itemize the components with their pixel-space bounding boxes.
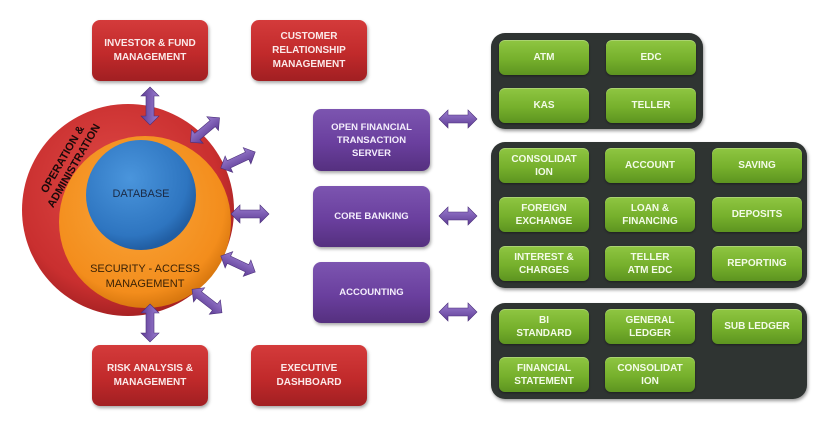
panel-item-kas[interactable]: KAS xyxy=(499,88,589,123)
arrow-accounting-panel xyxy=(438,302,478,322)
panel-item-teller-atm-edc[interactable]: TELLER ATM EDC xyxy=(605,246,695,281)
open-financial-transaction-server-label: OPEN FINANCIAL TRANSACTION SERVER xyxy=(331,121,412,159)
security-access-label: SECURITY - ACCESS MANAGEMENT xyxy=(90,263,200,290)
panel-item-atm[interactable]: ATM xyxy=(499,40,589,75)
panel-item-teller[interactable]: TELLER xyxy=(606,88,696,123)
panel-item-foreign-exchange[interactable]: FOREIGN EXCHANGE xyxy=(499,197,589,232)
investor-fund-management-box[interactable]: INVESTOR & FUND MANAGEMENT xyxy=(92,20,208,81)
accounting-box[interactable]: ACCOUNTING xyxy=(313,262,430,323)
core-banking-label: CORE BANKING xyxy=(334,211,409,222)
panel-item-general-ledger[interactable]: GENERAL LEDGER xyxy=(605,309,695,344)
panel-item-bi-standard[interactable]: BI STANDARD xyxy=(499,309,589,344)
customer-relationship-management-box[interactable]: CUSTOMER RELATIONSHIP MANAGEMENT xyxy=(251,20,367,81)
panel-item-saving[interactable]: SAVING xyxy=(712,148,802,183)
panel-item-reporting[interactable]: REPORTING xyxy=(712,246,802,281)
panel-item-account[interactable]: ACCOUNT xyxy=(605,148,695,183)
executive-dashboard-box[interactable]: EXECUTIVE DASHBOARD xyxy=(251,345,367,406)
risk-analysis-management-box[interactable]: RISK ANALYSIS & MANAGEMENT xyxy=(92,345,208,406)
panel-item-deposits[interactable]: DEPOSITS xyxy=(712,197,802,232)
panel-item-loan-financing[interactable]: LOAN & FINANCING xyxy=(605,197,695,232)
risk-analysis-management-label: RISK ANALYSIS & MANAGEMENT xyxy=(107,362,193,388)
database-label: DATABASE xyxy=(112,188,170,200)
accounting-label: ACCOUNTING xyxy=(339,287,404,298)
panel-item-edc[interactable]: EDC xyxy=(606,40,696,75)
core-banking-box[interactable]: CORE BANKING xyxy=(313,186,430,247)
executive-dashboard-label: EXECUTIVE DASHBOARD xyxy=(276,362,342,388)
arrow-to-core-banking xyxy=(230,204,270,224)
panel-item-consolidation[interactable]: CONSOLIDAT ION xyxy=(499,148,589,183)
panel-item-sub-ledger[interactable]: SUB LEDGER xyxy=(712,309,802,344)
database-circle xyxy=(86,140,196,250)
investor-fund-management-label: INVESTOR & FUND MANAGEMENT xyxy=(104,37,196,63)
panel-item-interest-charges[interactable]: INTEREST & CHARGES xyxy=(499,246,589,281)
panel-item-consolidation-accounting[interactable]: CONSOLIDAT ION xyxy=(605,357,695,392)
arrow-ofts-panel xyxy=(438,109,478,129)
panel-item-financial-statement[interactable]: FINANCIAL STATEMENT xyxy=(499,357,589,392)
customer-relationship-management-label: CUSTOMER RELATIONSHIP MANAGEMENT xyxy=(272,30,346,70)
open-financial-transaction-server-box[interactable]: OPEN FINANCIAL TRANSACTION SERVER xyxy=(313,109,430,171)
arrow-core-banking-panel xyxy=(438,206,478,226)
